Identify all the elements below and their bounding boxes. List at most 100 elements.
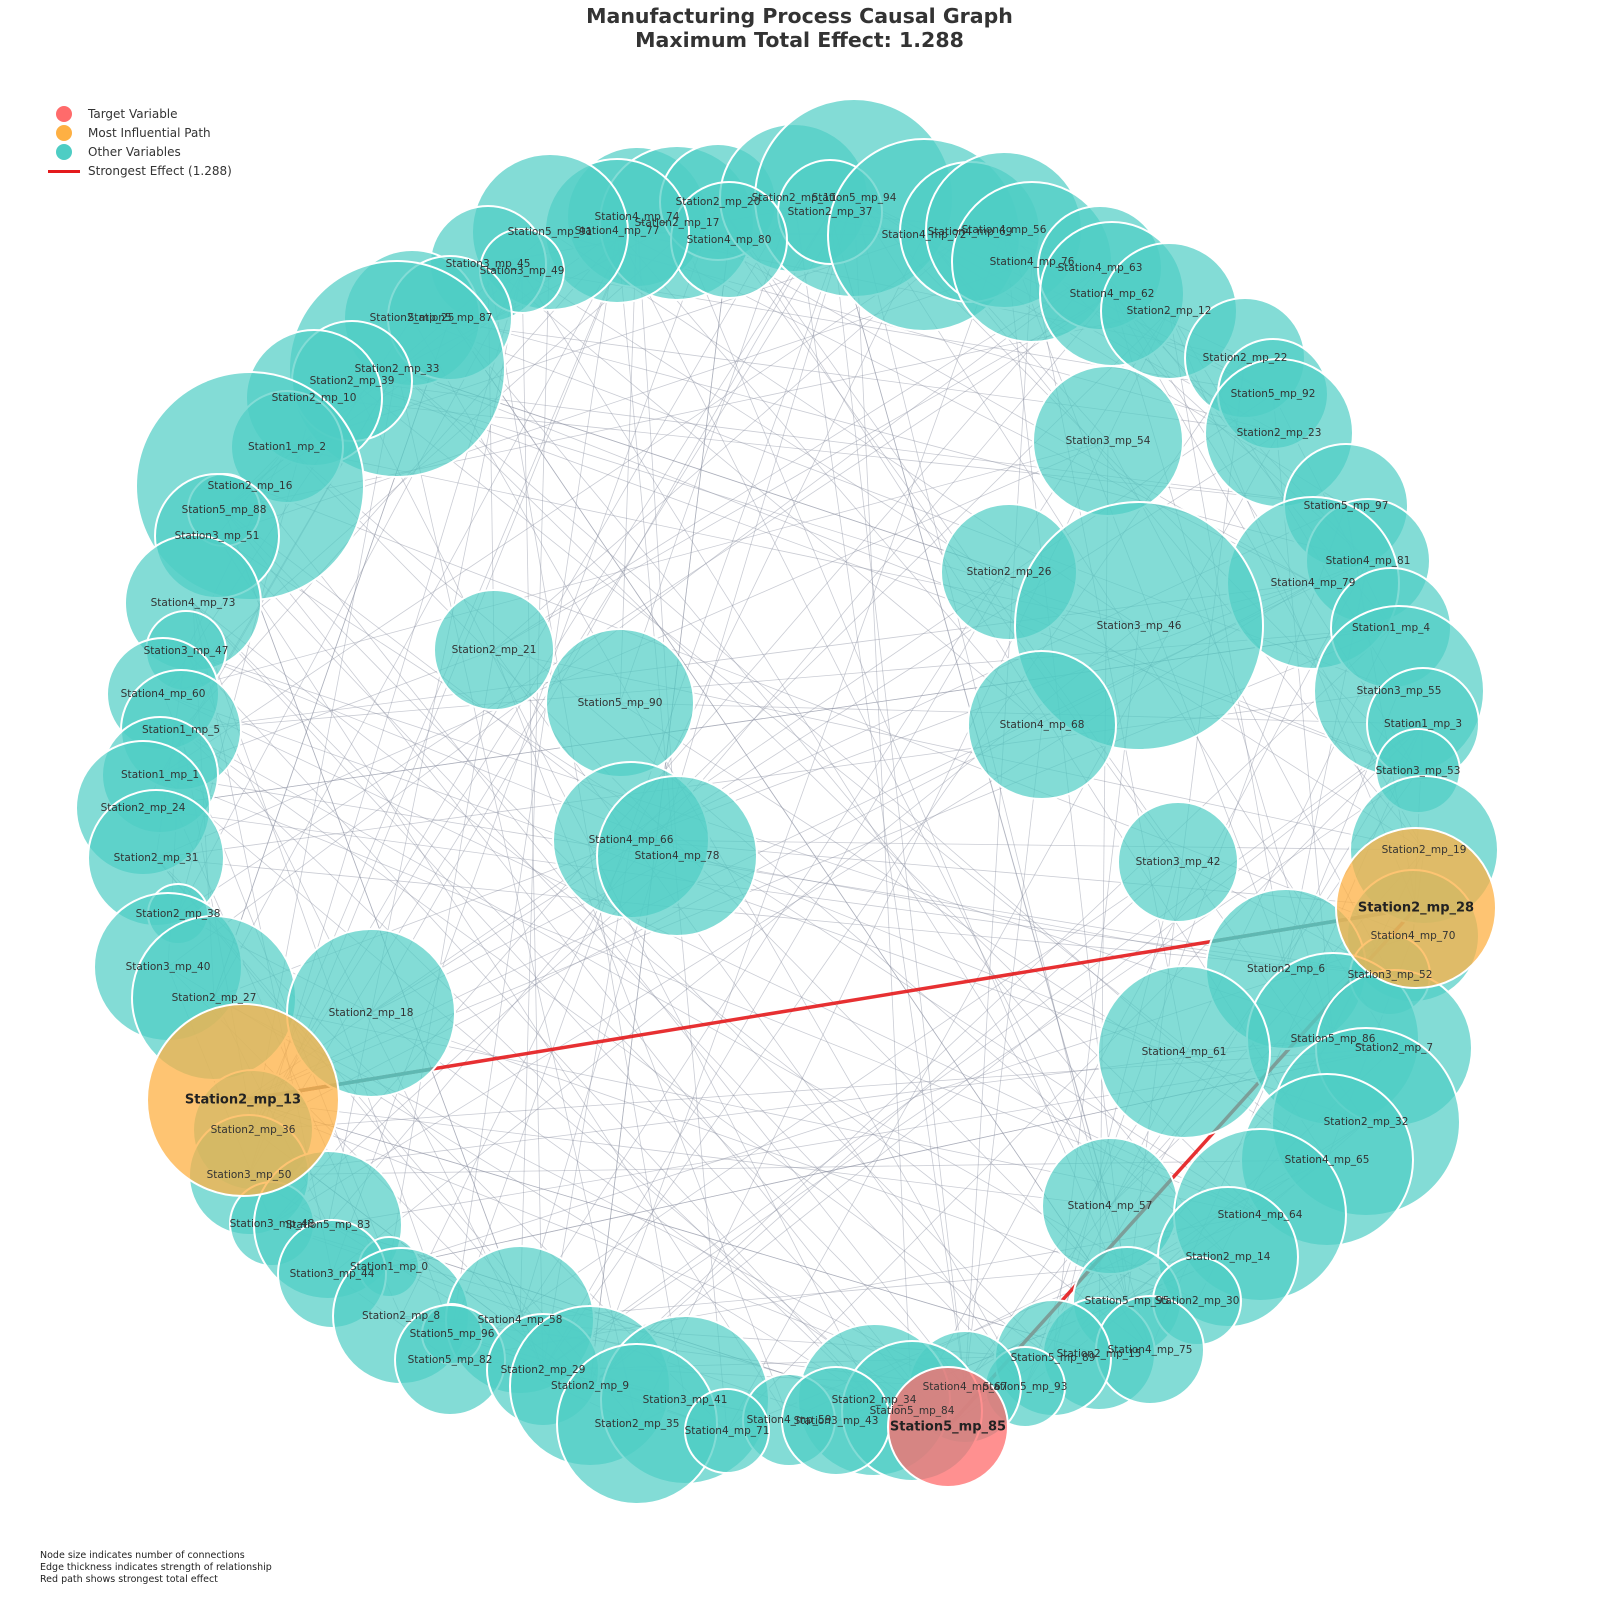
node-label-station4-mp-63: Station4_mp_63 bbox=[1058, 262, 1143, 274]
edge-234 bbox=[519, 231, 551, 1321]
node-label-station3-mp-51: Station3_mp_51 bbox=[175, 530, 260, 542]
node-label-station3-mp-54: Station3_mp_54 bbox=[1066, 435, 1151, 447]
node-label-station4-mp-77: Station4_mp_77 bbox=[575, 225, 660, 237]
node-label-station4-mp-65: Station4_mp_65 bbox=[1285, 1154, 1370, 1166]
node-label-station5-mp-86: Station5_mp_86 bbox=[1291, 1033, 1376, 1045]
node-label-station3-mp-49: Station3_mp_49 bbox=[480, 265, 565, 277]
node-label-station5-mp-94: Station5_mp_94 bbox=[812, 192, 897, 204]
edge-67 bbox=[396, 368, 1419, 772]
node-label-station5-mp-88: Station5_mp_88 bbox=[182, 504, 267, 516]
edge-120 bbox=[192, 602, 949, 1428]
edge-264 bbox=[589, 723, 1424, 1387]
node-label-station2-mp-39: Station2_mp_39 bbox=[310, 375, 395, 387]
edge-18 bbox=[793, 197, 966, 1388]
node-label-station2-mp-9: Station2_mp_9 bbox=[551, 1380, 629, 1392]
node-label-station3-mp-47: Station3_mp_47 bbox=[144, 645, 229, 657]
node-label-station2-mp-30: Station2_mp_30 bbox=[1155, 1295, 1240, 1307]
node-circle-station2-mp-21 bbox=[433, 589, 555, 711]
edge-11 bbox=[676, 222, 1128, 1302]
node-label-station4-mp-70: Station4_mp_70 bbox=[1371, 930, 1456, 942]
edge-150 bbox=[542, 770, 1419, 1371]
legend-marker-path bbox=[48, 124, 80, 141]
footnote: Node size indicates number of connection… bbox=[40, 1550, 272, 1586]
node-station2-mp-21 bbox=[433, 589, 555, 711]
edge-90 bbox=[162, 440, 1109, 695]
node-label-station5-mp-87: Station5_mp_87 bbox=[408, 312, 493, 324]
edge-157 bbox=[676, 855, 1287, 970]
node-label-station2-mp-37: Station2_mp_37 bbox=[788, 206, 873, 218]
node-label-station4-mp-78: Station4_mp_78 bbox=[635, 850, 720, 862]
node-label-station2-mp-31: Station2_mp_31 bbox=[114, 852, 199, 864]
node-label-station4-mp-68: Station4_mp_68 bbox=[1000, 719, 1085, 731]
node-circle-station4-mp-78 bbox=[596, 775, 758, 937]
node-label-station2-mp-6: Station2_mp_6 bbox=[1247, 963, 1325, 975]
legend-dot-other-icon bbox=[56, 143, 72, 160]
edge-247 bbox=[242, 1099, 1100, 1355]
edge-169 bbox=[177, 293, 1113, 915]
legend-item-strongest-effect: Strongest Effect (1.288) bbox=[48, 161, 232, 180]
edge-93 bbox=[249, 485, 966, 1388]
edge-142 bbox=[542, 723, 1424, 1371]
node-label-station3-mp-50: Station3_mp_50 bbox=[207, 1169, 292, 1181]
legend-item-target: Target Variable bbox=[48, 104, 232, 123]
edge-193 bbox=[396, 368, 1185, 1053]
edge-240 bbox=[370, 1012, 1198, 1302]
node-label-station4-mp-81: Station4_mp_81 bbox=[1326, 555, 1411, 567]
legend-marker-strongest bbox=[48, 163, 80, 179]
edge-278 bbox=[853, 197, 913, 1412]
node-label-station2-mp-16: Station2_mp_16 bbox=[208, 480, 293, 492]
node-station4-mp-68 bbox=[967, 650, 1117, 800]
node-label-station2-mp-34: Station2_mp_34 bbox=[832, 1394, 917, 1406]
node-station2-mp-28 bbox=[1335, 827, 1497, 989]
legend-line-strongest-icon bbox=[48, 169, 80, 173]
edge-95 bbox=[223, 509, 1054, 1359]
node-label-station1-mp-3: Station1_mp_3 bbox=[1384, 718, 1462, 730]
node-circle-station2-mp-18 bbox=[286, 928, 456, 1098]
node-label-station4-mp-64: Station4_mp_64 bbox=[1218, 1209, 1303, 1221]
node-label-station3-mp-41: Station3_mp_41 bbox=[643, 1394, 728, 1406]
node-label-station2-mp-11: Station2_mp_11 bbox=[752, 192, 837, 204]
edge-43 bbox=[159, 231, 971, 776]
node-circle-station5-mp-85 bbox=[887, 1366, 1009, 1488]
node-label-station4-mp-66: Station4_mp_66 bbox=[589, 834, 674, 846]
node-label-station4-mp-74: Station4_mp_74 bbox=[595, 211, 680, 223]
edge-101 bbox=[351, 380, 1347, 507]
edge-140 bbox=[180, 729, 1054, 1359]
node-label-station4-mp-73: Station4_mp_73 bbox=[151, 597, 236, 609]
node-label-station4-mp-67: Station4_mp_67 bbox=[923, 1381, 1008, 1393]
legend-label-target: Target Variable bbox=[88, 106, 178, 121]
edge-145 bbox=[159, 774, 913, 1412]
node-label-station4-mp-69: Station4_mp_69 bbox=[928, 226, 1013, 238]
node-label-station4-mp-76: Station4_mp_76 bbox=[990, 256, 1075, 268]
node-label-station3-mp-40: Station3_mp_40 bbox=[126, 961, 211, 973]
node-label-station3-mp-43: Station3_mp_43 bbox=[794, 1415, 879, 1427]
edge-119 bbox=[192, 602, 966, 1388]
footnote-line2: Edge thickness indicates strength of rel… bbox=[40, 1562, 272, 1573]
node-station3-mp-42 bbox=[1117, 801, 1239, 923]
node-circle-station4-mp-68 bbox=[967, 650, 1117, 800]
node-label-station1-mp-4: Station1_mp_4 bbox=[1352, 622, 1430, 634]
edge-273 bbox=[185, 650, 875, 1401]
edge-213 bbox=[242, 1099, 1111, 1207]
edge-260 bbox=[1052, 861, 1179, 1359]
legend-dot-target-icon bbox=[56, 105, 72, 122]
edge-144 bbox=[726, 723, 1424, 1432]
node-label-station4-mp-57: Station4_mp_57 bbox=[1068, 1200, 1153, 1212]
node-station4-mp-78 bbox=[596, 775, 758, 937]
node-label-station3-mp-44: Station3_mp_44 bbox=[290, 1268, 375, 1280]
node-label-station5-mp-91: Station5_mp_91 bbox=[508, 226, 593, 238]
legend-label-strongest-effect: Strongest Effect (1.288) bbox=[88, 163, 232, 178]
node-layer: Station4_mp_74Station2_mp_17Station2_mp_… bbox=[75, 98, 1499, 1505]
node-circle-station2-mp-13 bbox=[146, 1003, 340, 1197]
node-label-station4-mp-71: Station4_mp_71 bbox=[685, 1425, 770, 1437]
node-label-station1-mp-0: Station1_mp_0 bbox=[350, 1261, 428, 1273]
node-label-station2-mp-29: Station2_mp_29 bbox=[501, 1364, 586, 1376]
node-label-station2-mp-36: Station2_mp_36 bbox=[211, 1124, 296, 1136]
node-label-station2-mp-24: Station2_mp_24 bbox=[101, 802, 186, 814]
node-label-station2-mp-7: Station2_mp_7 bbox=[1355, 1042, 1433, 1054]
edge-177 bbox=[167, 267, 1101, 968]
node-label-station2-mp-13: Station2_mp_13 bbox=[185, 1093, 301, 1108]
node-label-station2-mp-28: Station2_mp_28 bbox=[1358, 901, 1474, 916]
edge-251 bbox=[449, 317, 1151, 1351]
footnote-line3: Red path shows strongest total effect bbox=[40, 1574, 218, 1585]
